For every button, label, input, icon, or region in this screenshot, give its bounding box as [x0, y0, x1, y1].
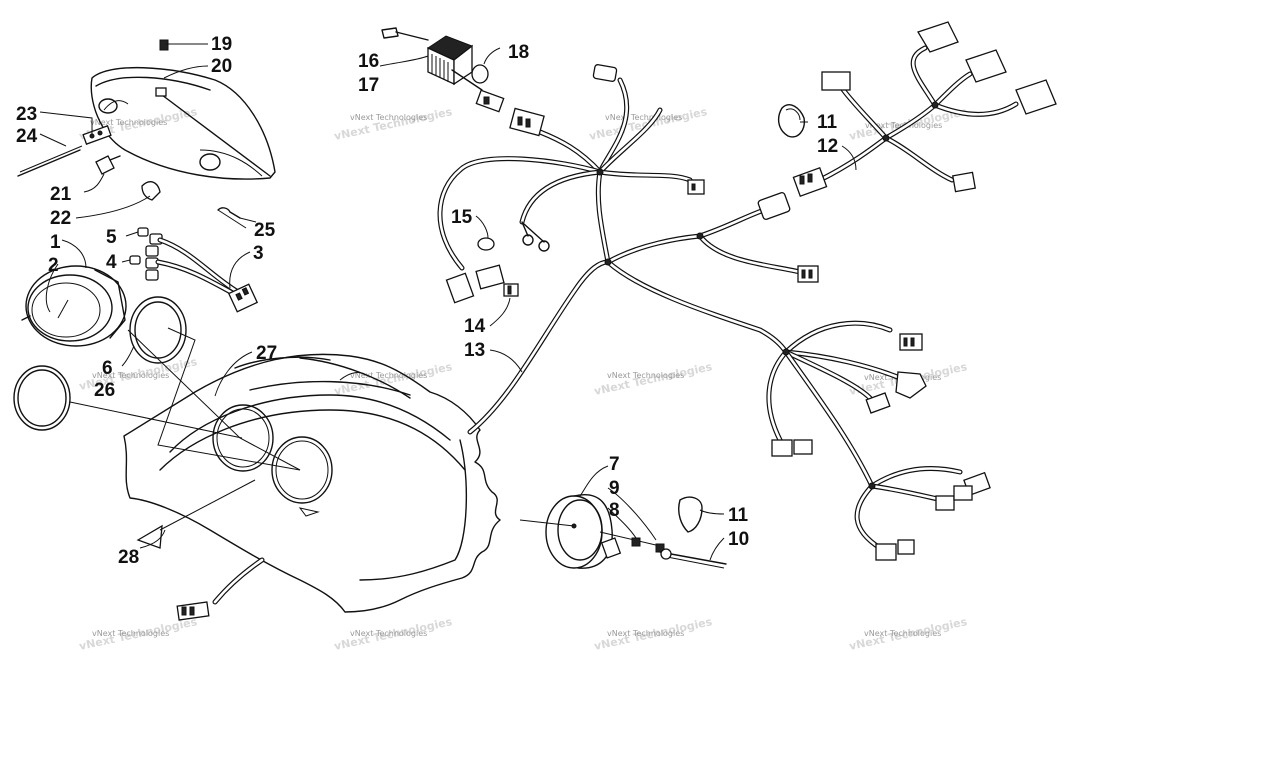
watermark: vNext Technologies	[350, 113, 427, 122]
module-assembly	[381, 27, 505, 113]
main-harness-part-13	[437, 64, 991, 561]
watermark: vNext Technologies	[607, 629, 684, 638]
clip-part-19	[159, 39, 169, 51]
headlight-assembly	[17, 39, 276, 223]
watermark: vNext Technologies	[607, 371, 684, 380]
spacer-part-18	[471, 64, 489, 84]
bulb-part-5	[137, 227, 149, 237]
callout-21: 21	[50, 184, 72, 205]
adjuster-part-23	[82, 125, 112, 145]
callout-22: 22	[50, 208, 71, 229]
callout-4: 4	[106, 252, 117, 273]
speedo-cup-assembly	[519, 494, 727, 569]
nut-part-8	[631, 537, 641, 547]
ring-part-11-top	[777, 104, 805, 138]
callout-19: 19	[211, 34, 232, 55]
callout-23: 23	[16, 104, 37, 125]
callout-24: 24	[16, 126, 38, 147]
callout-12: 12	[817, 136, 838, 157]
callout-labels: 19 20 23 24 21 22 25 1 2 5 4 3 6 26 27 2…	[16, 34, 838, 568]
callout-13: 13	[464, 340, 485, 361]
callout-11-top: 11	[817, 112, 838, 133]
screw-part-24	[17, 149, 81, 177]
callout-26: 26	[94, 380, 115, 401]
callout-14: 14	[464, 316, 486, 337]
bulb-part-21	[95, 155, 115, 175]
callout-8: 8	[609, 500, 620, 521]
ring-part-11-bottom	[678, 496, 703, 533]
socket-part-22	[141, 181, 161, 201]
watermark: vNext Technologies	[92, 371, 169, 380]
watermark: vNext Technologies	[605, 113, 682, 122]
watermark: vNext Technologies	[350, 629, 427, 638]
watermark: vNext Technologies	[350, 371, 427, 380]
bulb-part-4	[129, 255, 141, 265]
callout-10: 10	[728, 529, 749, 550]
bezel-part-26	[13, 365, 71, 431]
pin-part-25	[217, 207, 241, 219]
callout-15: 15	[451, 207, 473, 228]
callout-20: 20	[211, 56, 232, 77]
callout-27: 27	[256, 343, 277, 364]
callout-7: 7	[609, 454, 620, 475]
callout-9: 9	[609, 478, 620, 499]
callout-3: 3	[253, 243, 264, 264]
ring-part-6	[129, 296, 187, 364]
watermark: vNext Technologies	[333, 105, 454, 143]
callout-16: 16	[358, 51, 379, 72]
callout-11-bottom: 11	[728, 505, 749, 526]
callout-25: 25	[254, 220, 276, 241]
cap-part-15	[477, 237, 495, 251]
harness-part-12	[777, 21, 1057, 198]
connector-part-3	[227, 283, 259, 313]
watermarks: vNext Technologies vNext Technologies vN…	[78, 105, 969, 653]
callout-5: 5	[106, 227, 117, 248]
callout-18: 18	[508, 42, 529, 63]
watermark: vNext Technologies	[92, 629, 169, 638]
hood-part-27	[123, 353, 501, 613]
dash-panel	[123, 353, 501, 621]
watermark: vNext Technologies	[864, 629, 941, 638]
callout-1: 1	[50, 232, 61, 253]
callout-6: 6	[102, 358, 113, 379]
callout-2: 2	[48, 255, 59, 276]
gauge-part-1	[25, 265, 127, 347]
callout-17: 17	[358, 75, 379, 96]
bolt-part-16	[395, 31, 429, 41]
callout-28: 28	[118, 547, 139, 568]
leader-lines	[39, 43, 857, 561]
watermark: vNext Technologies	[90, 118, 167, 127]
